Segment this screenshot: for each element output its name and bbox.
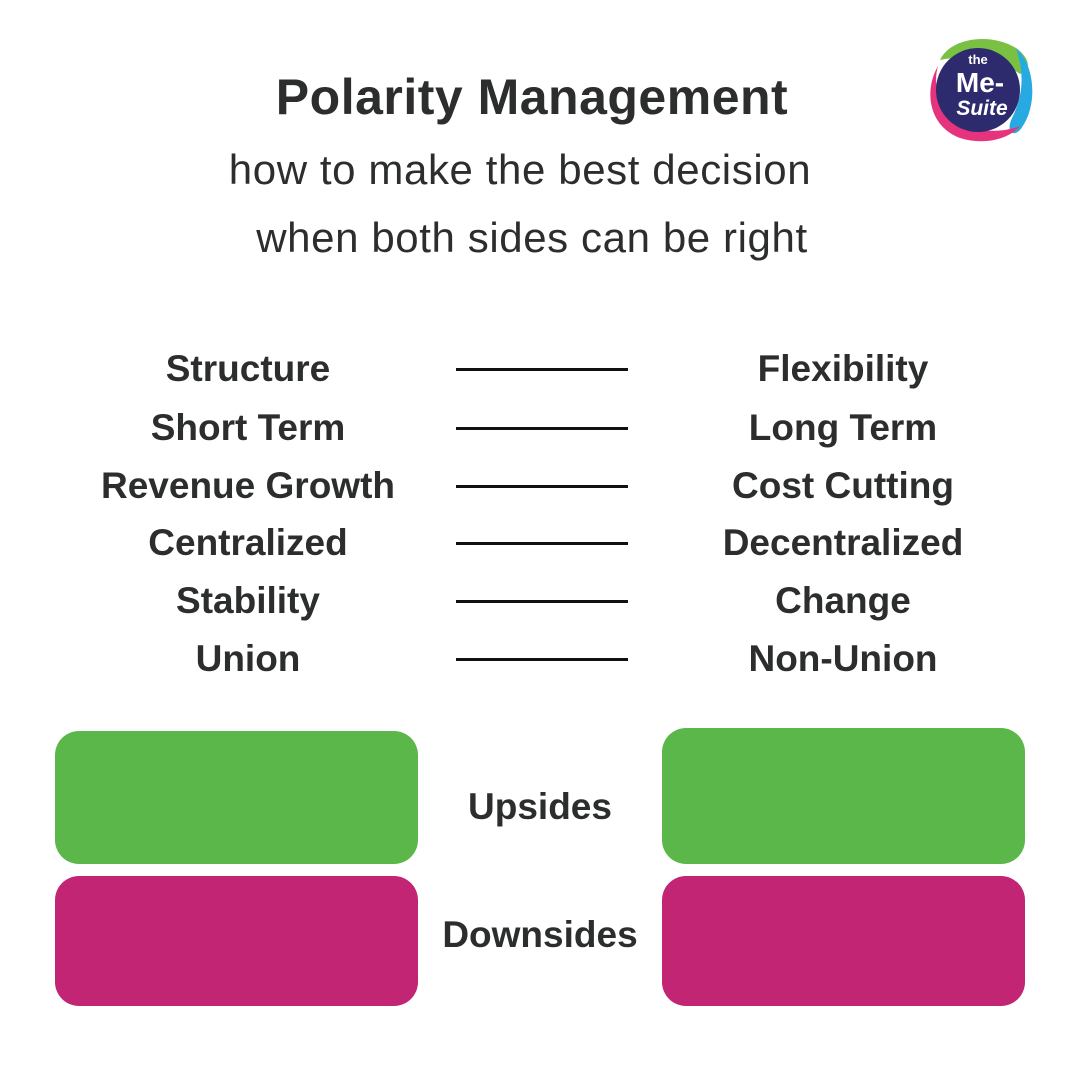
pair-left-label: Union — [195, 638, 301, 679]
logo-circle — [936, 48, 1020, 132]
upside-right-box — [662, 728, 1025, 864]
downside-left-box — [55, 876, 418, 1006]
logo-text-me: Me- — [956, 67, 1004, 98]
pair-connector-line — [456, 658, 628, 661]
pair-left-label: Short Term — [150, 407, 346, 448]
downsides-label: Downsides — [442, 914, 638, 955]
polarity-pair-centralized-decentralized: Centralized Decentralized — [0, 514, 1080, 572]
pair-left-label: Stability — [176, 580, 320, 621]
polarity-pair-revenue-cost: Revenue Growth Cost Cutting — [0, 457, 1080, 515]
pair-left-label: Revenue Growth — [101, 465, 395, 506]
upside-left-box — [55, 731, 418, 864]
pair-right-label: Flexibility — [757, 348, 929, 389]
pair-connector-line — [456, 485, 628, 488]
polarity-pair-union-nonunion: Union Non-Union — [0, 630, 1080, 688]
polarity-pair-short-long-term: Short Term Long Term — [0, 399, 1080, 457]
pair-connector-line — [456, 368, 628, 371]
upsides-label: Upsides — [468, 786, 612, 827]
pair-connector-line — [456, 427, 628, 430]
pair-left-label: Centralized — [148, 522, 348, 563]
subtitle-line-2: when both sides can be right — [256, 214, 808, 261]
logo-text-the: the — [968, 52, 988, 67]
pair-right-label: Long Term — [748, 407, 938, 448]
page-title: Polarity Management — [275, 69, 789, 125]
polarity-pair-structure-flexibility: Structure Flexibility — [0, 340, 1080, 398]
pair-right-label: Change — [775, 580, 911, 621]
the-me-suite-logo: the Me- Suite — [920, 30, 1036, 146]
pair-right-label: Non-Union — [748, 638, 938, 679]
logo-blue-blob — [1009, 48, 1033, 134]
polarity-pair-stability-change: Stability Change — [0, 572, 1080, 630]
subtitle-line-1: how to make the best decision — [228, 146, 812, 193]
pair-left-label: Structure — [165, 348, 331, 389]
pair-right-label: Decentralized — [722, 522, 964, 563]
pair-connector-line — [456, 600, 628, 603]
pair-right-label: Cost Cutting — [732, 465, 954, 506]
logo-text-suite: Suite — [956, 97, 1008, 120]
downside-right-box — [662, 876, 1025, 1006]
pair-connector-line — [456, 542, 628, 545]
